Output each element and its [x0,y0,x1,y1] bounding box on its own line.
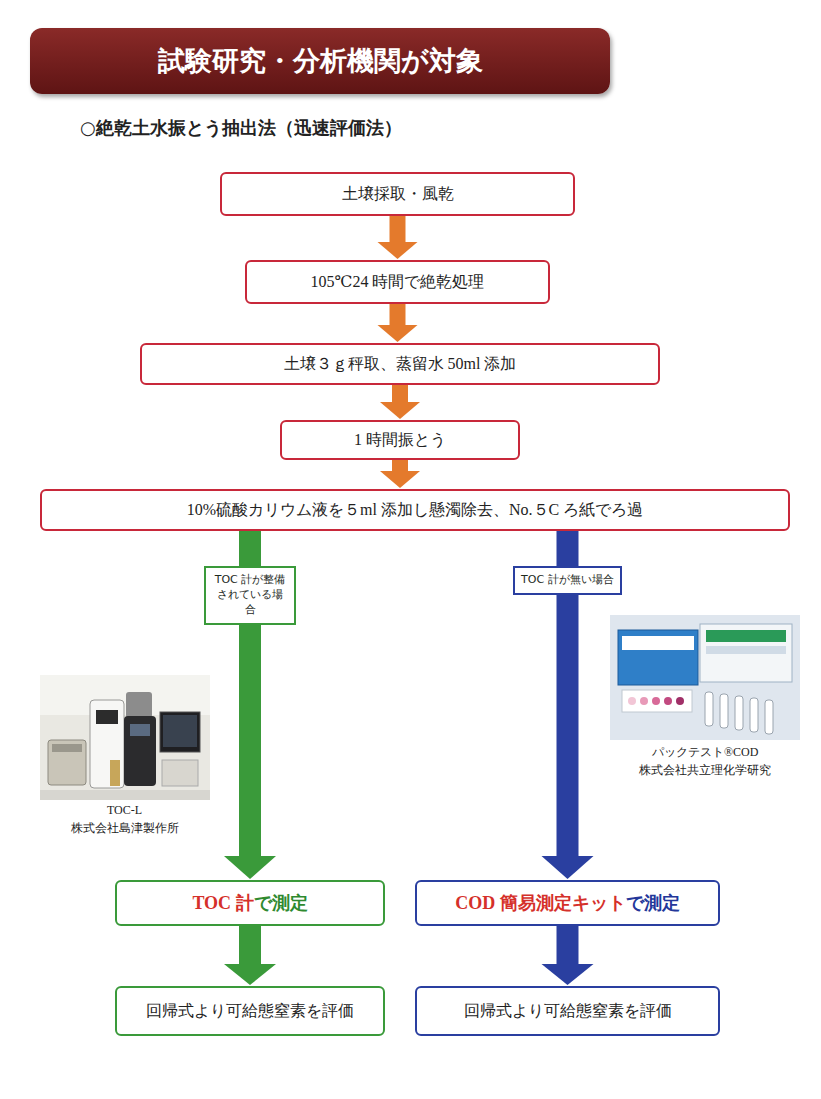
result-box: 回帰式より可給態窒素を評価 [415,986,720,1036]
process-box: 105℃24 時間で絶乾処理 [245,260,550,304]
flow-arrow [224,926,276,985]
photo-caption: パックテスト®COD [652,744,758,761]
arrow-head [380,402,420,419]
arrow-shaft [557,926,579,964]
node-text: 土壌採取・風乾 [342,184,454,205]
node-text: TOC 計 [192,891,253,915]
node-text: で測定 [626,891,680,915]
subtitle: ○絶乾土水振とう抽出法（迅速評価法） [80,116,402,140]
node-text: 1 時間振とう [354,430,446,451]
arrow-shaft [390,216,406,242]
flow-arrow [380,460,420,488]
title-text: 試験研究・分析機関が対象 [158,43,483,79]
arrow-head [224,856,276,879]
title-band: 試験研究・分析機関が対象 [30,28,610,94]
process-box: 10%硫酸カリウム液を５ml 添加し懸濁除去、No.５C ろ紙でろ過 [40,489,790,531]
photo-caption: TOC-L [107,803,142,818]
edge-label: TOC 計が無い場合 [521,573,614,586]
arrow-head [542,964,594,985]
process-box: 土壌３ｇ秤取、蒸留水 50ml 添加 [140,343,660,385]
node-text: 回帰式より可給態窒素を評価 [464,1001,672,1022]
branch-condition: TOC 計が整備 されている場合 [204,566,296,625]
arrow-shaft [390,304,406,325]
arrow-head [380,471,420,488]
arrow-head [378,242,418,259]
arrow-shaft [392,385,408,402]
branch-condition: TOC 計が無い場合 [513,566,622,595]
node-text: 回帰式より可給態窒素を評価 [146,1001,354,1022]
arrow-head [378,325,418,342]
pack-test-photo [610,615,800,740]
node-text: 土壌３ｇ秤取、蒸留水 50ml 添加 [284,354,517,375]
arrow-head [224,964,276,985]
photo-caption: 株式会社島津製作所 [71,820,179,837]
flow-arrow [542,926,594,985]
result-box: 回帰式より可給態窒素を評価 [115,986,385,1036]
arrow-shaft [392,460,408,471]
node-text: COD 簡易測定キット [455,891,626,915]
arrow-shaft [239,926,261,964]
edge-label: TOC 計が整備 されている場合 [215,573,286,616]
flow-arrow [378,304,418,342]
process-box: 土壌採取・風乾 [220,172,575,216]
measure-box: TOC 計で測定 [115,880,385,926]
node-text: で測定 [254,891,308,915]
node-text: 105℃24 時間で絶乾処理 [311,272,485,293]
process-box: 1 時間振とう [280,420,520,460]
arrow-head [542,856,594,879]
node-text: 10%硫酸カリウム液を５ml 添加し懸濁除去、No.５C ろ紙でろ過 [187,500,643,521]
flow-arrow [378,216,418,259]
photo-caption: 株式会社共立理化学研究 [639,762,771,779]
flow-arrow [380,385,420,419]
toc-instrument-photo [40,675,210,800]
measure-box: COD 簡易測定キットで測定 [415,880,720,926]
